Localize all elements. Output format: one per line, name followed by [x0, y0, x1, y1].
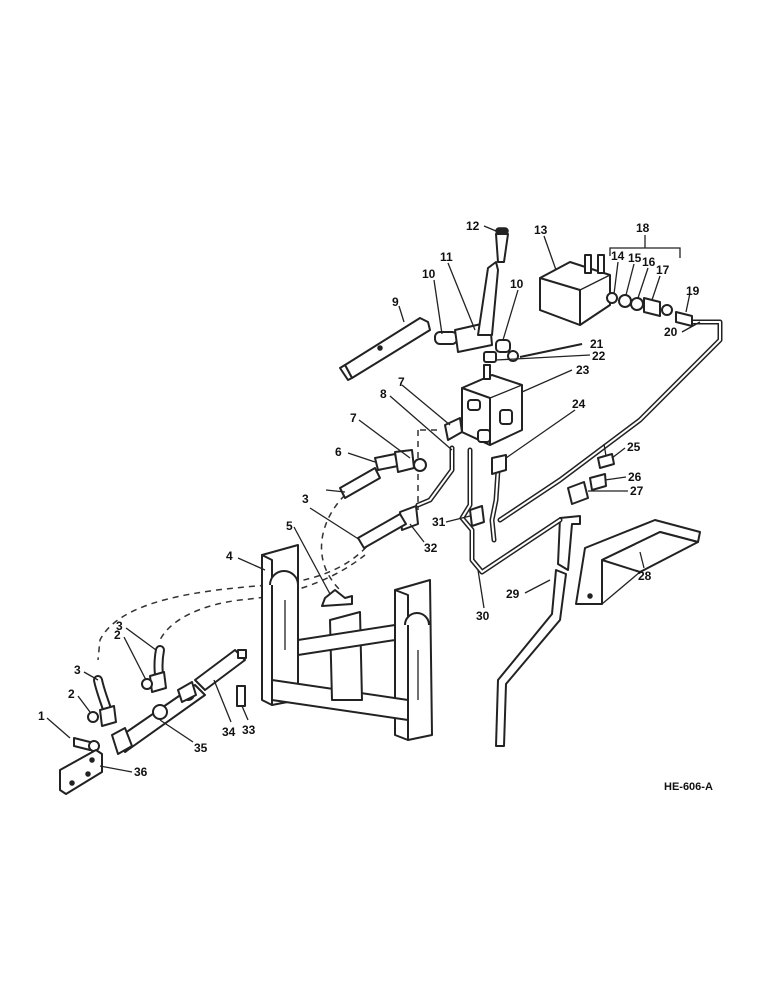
callout-25: 25: [627, 440, 641, 454]
callout-8: 8: [380, 387, 387, 401]
callout-7: 7: [350, 411, 357, 425]
callout-21: 21: [590, 337, 604, 351]
callout-30: 30: [476, 609, 490, 623]
callout-2: 2: [114, 628, 121, 642]
fittings-parts-6-7-31-32: [374, 417, 507, 531]
strap-part-29: [495, 515, 581, 747]
callout-17: 17: [656, 263, 670, 277]
callout-33: 33: [242, 723, 256, 737]
fittings-parts-25-27: [567, 443, 615, 505]
callout-27: 27: [630, 484, 644, 498]
callout-10: 10: [510, 277, 524, 291]
bracket-part-28: [575, 519, 701, 605]
tube-part-8: [415, 445, 455, 508]
drawing-code: HE-606-A: [664, 781, 713, 793]
callout-28: 28: [638, 569, 652, 583]
tube-part-30: [459, 447, 563, 575]
callout-14: 14: [611, 249, 625, 263]
hose-part-3-lower: [87, 645, 167, 727]
callout-3: 3: [302, 492, 309, 506]
callout-4: 4: [226, 549, 233, 563]
callout-15: 15: [628, 251, 642, 265]
callout-11: 11: [440, 250, 453, 264]
callout-16: 16: [642, 255, 656, 269]
cylinder-part-35: [111, 649, 247, 755]
callout-18: 18: [636, 221, 650, 235]
lever-assembly-parts-10-11-12: [434, 227, 519, 363]
callout-3: 3: [116, 619, 123, 633]
valve-part-23: [461, 364, 523, 446]
callout-34: 34: [222, 725, 236, 739]
bolt-part-1: [73, 737, 100, 752]
fittings-parts-14-19: [606, 292, 693, 327]
tube-part-20: [497, 319, 723, 523]
plate-part-36: [59, 749, 103, 795]
bracket-part-9: [339, 317, 431, 381]
callout-26: 26: [628, 470, 642, 484]
callout-3: 3: [74, 663, 81, 677]
callout-35: 35: [194, 741, 208, 755]
hose-part-3-upper: [339, 467, 407, 549]
control-box-part-13: [539, 254, 611, 326]
callout-7: 7: [398, 375, 405, 389]
callout-32: 32: [424, 541, 438, 555]
callout-24: 24: [572, 397, 586, 411]
stand-part-4: [261, 544, 433, 741]
clip-part-5: [321, 589, 353, 607]
tube-part-24: [489, 467, 501, 543]
callout-23: 23: [576, 363, 590, 377]
callout-labels: 1 2 2 3 3 3 4 5 6 7 7 8 9 10 10 11 12 13…: [38, 219, 700, 779]
callout-29: 29: [506, 587, 520, 601]
callout-5: 5: [286, 519, 293, 533]
callout-22: 22: [592, 349, 606, 363]
callout-1: 1: [38, 709, 45, 723]
callout-20: 20: [664, 325, 678, 339]
callout-19: 19: [686, 284, 700, 298]
callout-31: 31: [432, 515, 446, 529]
callout-2: 2: [68, 687, 75, 701]
callout-36: 36: [134, 765, 148, 779]
callout-6: 6: [335, 445, 342, 459]
callout-12: 12: [466, 219, 480, 233]
callout-leaders: [46, 225, 701, 773]
callout-9: 9: [392, 295, 399, 309]
callout-13: 13: [534, 223, 548, 237]
callout-10: 10: [422, 267, 436, 281]
